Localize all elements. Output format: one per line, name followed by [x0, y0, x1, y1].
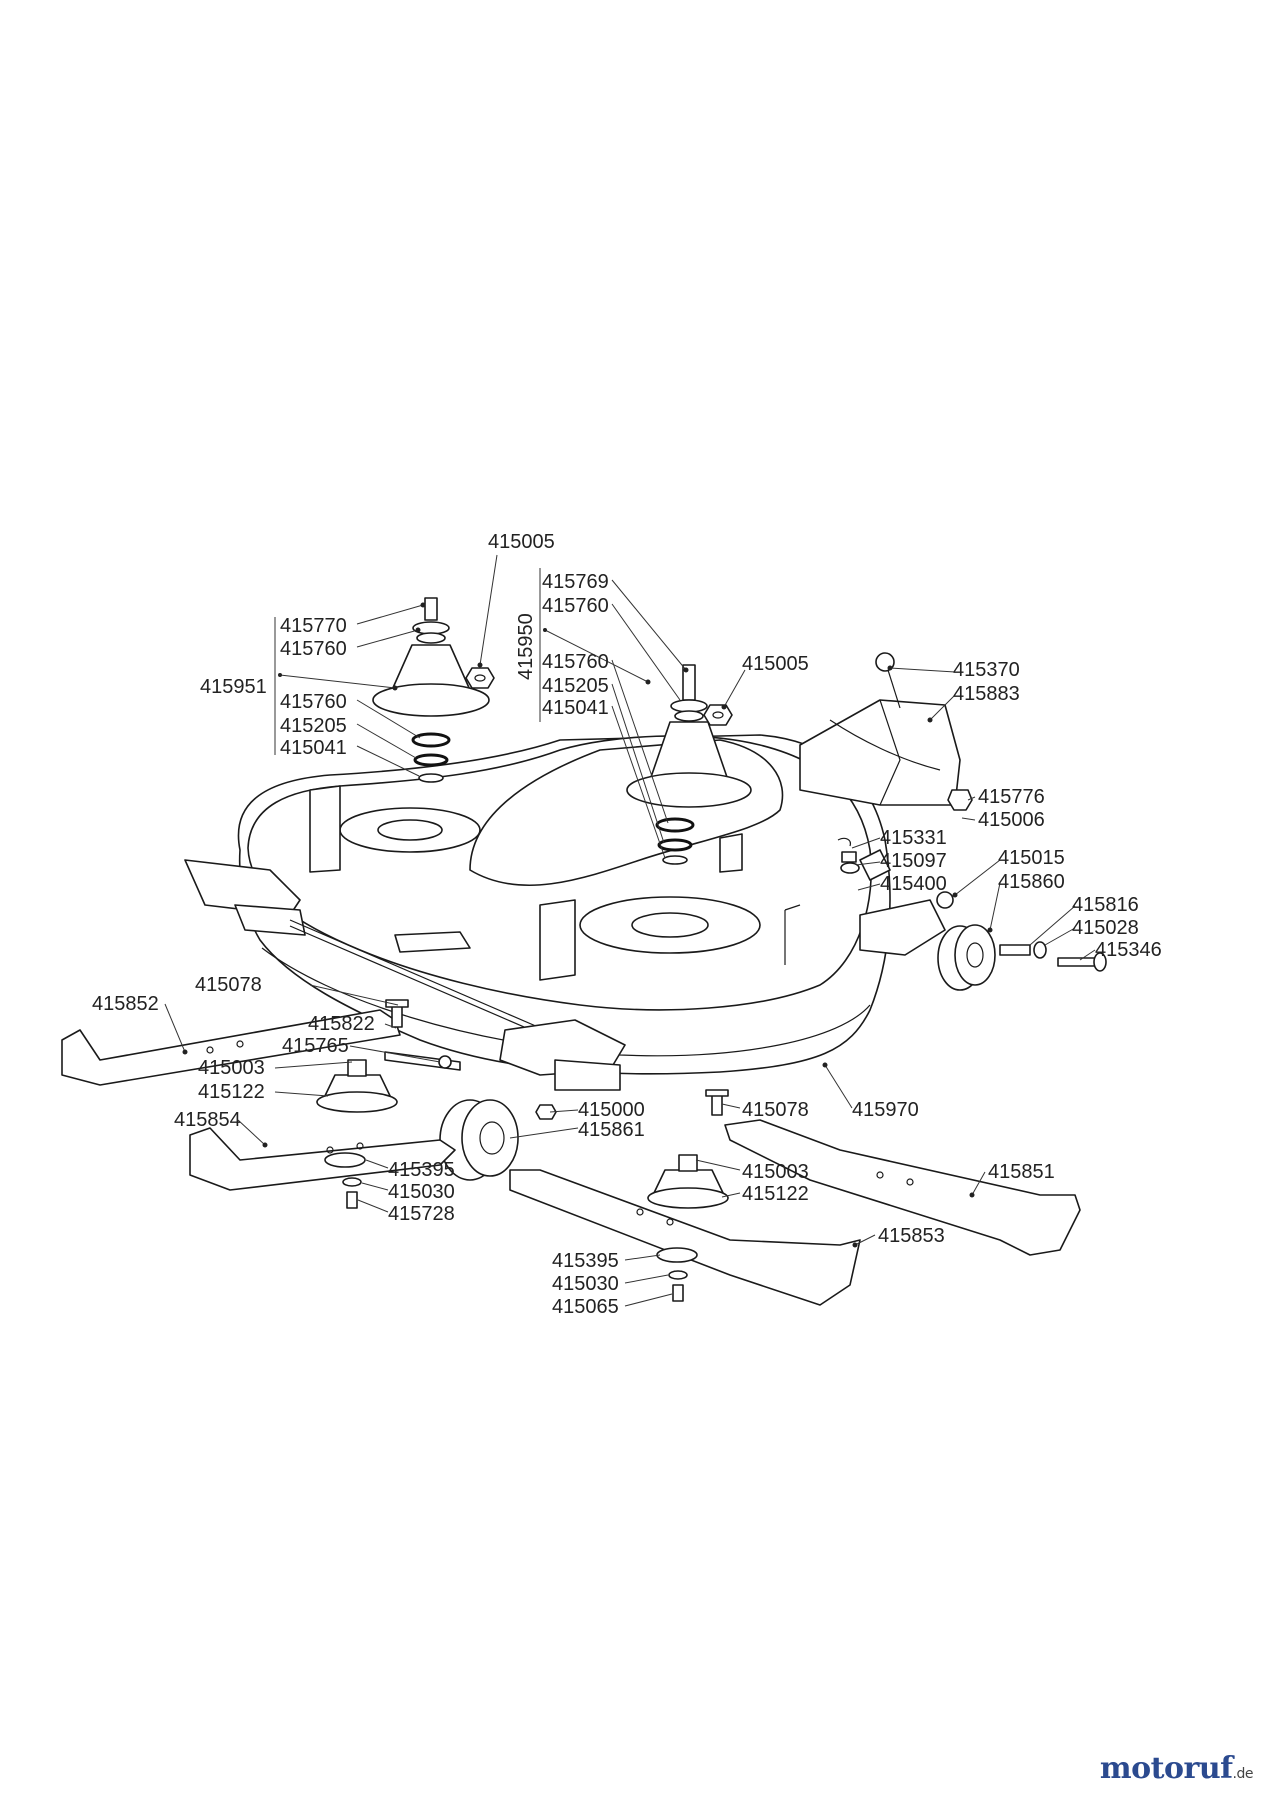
label-415883: 415883 — [953, 683, 1020, 705]
label-415028: 415028 — [1072, 917, 1139, 939]
label-415852: 415852 — [92, 993, 159, 1015]
label-415030-right: 415030 — [552, 1273, 619, 1295]
label-415205-right: 415205 — [542, 675, 609, 697]
label-415853: 415853 — [878, 1225, 945, 1247]
brand-name: motoruf — [1099, 1751, 1233, 1786]
brand-tld: .de — [1232, 1766, 1254, 1782]
label-415776: 415776 — [978, 786, 1045, 808]
label-415765: 415765 — [282, 1035, 349, 1057]
label-415816: 415816 — [1072, 894, 1139, 916]
label-415015: 415015 — [998, 847, 1065, 869]
label-415395-left: 415395 — [388, 1159, 455, 1181]
label-415205-left: 415205 — [280, 715, 347, 737]
label-415331: 415331 — [880, 827, 947, 849]
label-415006: 415006 — [978, 809, 1045, 831]
spindle-right — [626, 664, 752, 865]
label-415728: 415728 — [388, 1203, 455, 1225]
label-415346: 415346 — [1095, 939, 1162, 961]
label-415760-left-top: 415760 — [280, 638, 347, 660]
label-415097: 415097 — [880, 850, 947, 872]
label-415822: 415822 — [308, 1013, 375, 1035]
label-415861: 415861 — [578, 1119, 645, 1141]
wheel-right — [859, 849, 1107, 991]
label-415122-right: 415122 — [742, 1183, 809, 1205]
label-415860: 415860 — [998, 871, 1065, 893]
label-415760-right-bottom: 415760 — [542, 651, 609, 673]
label-415041-right: 415041 — [542, 697, 609, 719]
brand-logo: motoruf.de — [1099, 1751, 1254, 1786]
label-415950: 415950 — [515, 613, 537, 680]
hardware — [324, 837, 860, 1302]
wheel-rear — [439, 1099, 557, 1181]
label-415854: 415854 — [174, 1109, 241, 1131]
label-415065: 415065 — [552, 1296, 619, 1318]
label-415041-left: 415041 — [280, 737, 347, 759]
label-415005-left: 415005 — [488, 531, 555, 553]
label-415395-right: 415395 — [552, 1250, 619, 1272]
label-415005-right: 415005 — [742, 653, 809, 675]
label-415769: 415769 — [542, 571, 609, 593]
label-415760-left-bottom: 415760 — [280, 691, 347, 713]
part-labels: 415005 415770 415760 415951 415760 41520… — [92, 531, 1162, 1318]
label-415078-right: 415078 — [742, 1099, 809, 1121]
label-415400: 415400 — [880, 873, 947, 895]
nut-left — [465, 667, 495, 689]
nut-right — [703, 704, 733, 726]
blade-415853 — [509, 1169, 861, 1306]
label-415003-left: 415003 — [198, 1057, 265, 1079]
deflector-cover — [799, 652, 973, 811]
label-415970: 415970 — [852, 1099, 919, 1121]
label-415078-left: 415078 — [195, 974, 262, 996]
label-415760-right-top: 415760 — [542, 595, 609, 617]
label-415770: 415770 — [280, 615, 347, 637]
label-415370: 415370 — [953, 659, 1020, 681]
leader-lines — [164, 554, 1096, 1307]
label-415951: 415951 — [200, 676, 267, 698]
label-415122-left: 415122 — [198, 1081, 265, 1103]
blade-415851 — [724, 1119, 1081, 1256]
spindle-left — [372, 597, 490, 783]
blade-hub-left — [316, 1059, 398, 1113]
label-415851: 415851 — [988, 1161, 1055, 1183]
mower-deck — [184, 734, 946, 1091]
label-415000: 415000 — [578, 1099, 645, 1121]
blade-hub-right — [647, 1154, 729, 1209]
label-415003-right: 415003 — [742, 1161, 809, 1183]
blade-415854 — [189, 1127, 456, 1191]
label-415030-left: 415030 — [388, 1181, 455, 1203]
